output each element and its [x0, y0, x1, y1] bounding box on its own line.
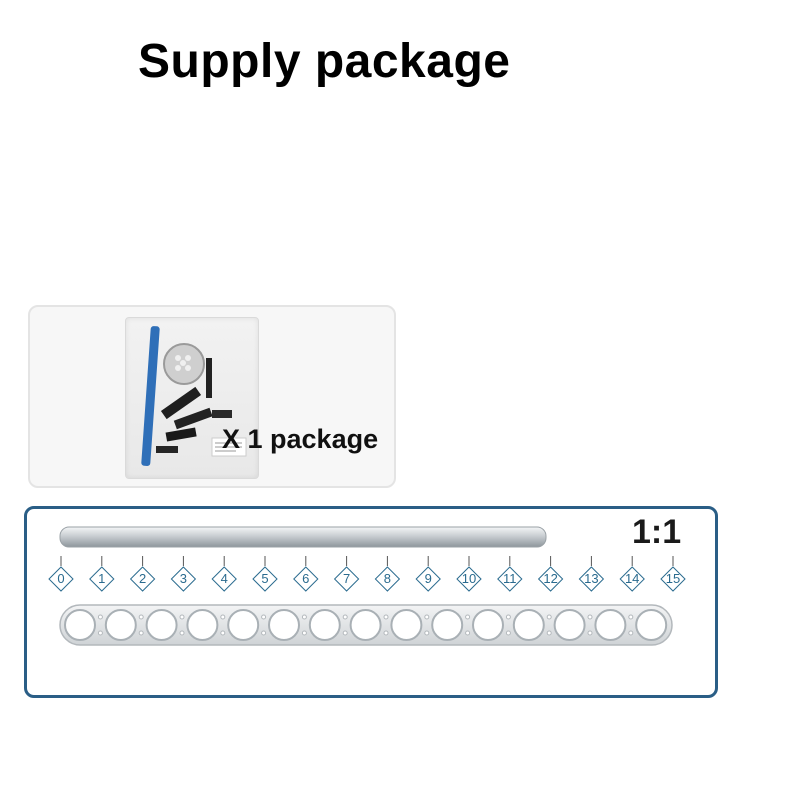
- ruler-tick-label: 1: [98, 571, 106, 586]
- ruler-tick-diamond: [48, 566, 74, 592]
- ruler-tick-label: 14: [624, 571, 640, 586]
- black-part-4: [156, 446, 178, 453]
- ruler-tick-label: 6: [302, 571, 310, 586]
- ruler-tick-diamond: [578, 566, 605, 592]
- black-part-1: [160, 386, 202, 420]
- ruler-tick-diamond: [619, 566, 645, 592]
- black-part-3: [165, 427, 197, 442]
- ruler-tick-label: 5: [261, 571, 269, 586]
- beam-hole: [472, 609, 504, 641]
- package-quantity: X 1 package: [222, 424, 379, 454]
- beam-pin-hole: [179, 630, 185, 636]
- ruler-tick-label: 7: [342, 571, 351, 586]
- ruler-tick-diamond: [333, 566, 360, 592]
- ruler-tick-label: 12: [543, 571, 558, 586]
- beam-pin-hole: [220, 614, 226, 620]
- ruler-tick-diamond: [497, 566, 523, 592]
- beam-hole: [145, 609, 178, 641]
- beam-pin-hole: [546, 630, 552, 636]
- ruler-tick-diamond: [89, 566, 115, 592]
- beam-pin-hole: [546, 614, 552, 620]
- beam-pin-hole: [301, 630, 307, 636]
- beam-pin-hole: [179, 614, 185, 620]
- ruler-tick-label: 11: [503, 571, 517, 586]
- ruler-tick-label: 4: [220, 571, 228, 586]
- scale-label: 1:1: [632, 513, 682, 551]
- ruler-tick-diamond: [293, 566, 319, 592]
- black-axle-part: [206, 358, 212, 398]
- ruler-tick-diamond: [537, 566, 564, 592]
- beam-hole: [64, 609, 96, 641]
- beam-pin-hole: [261, 630, 267, 636]
- ruler-tick-diamond: [660, 566, 686, 592]
- ruler-tick-label: 3: [179, 571, 187, 586]
- parts-bag-image: [125, 317, 259, 479]
- beam-pin-hole: [505, 614, 511, 620]
- ruler-tick-diamond: [415, 566, 441, 592]
- page-title: Supply package: [138, 35, 511, 88]
- beam-pin-hole: [465, 630, 471, 636]
- beam-pin-hole: [138, 614, 144, 620]
- ruler-tick-label: 10: [461, 571, 477, 586]
- beam-pin-hole: [465, 614, 471, 620]
- blue-beam-part: [141, 326, 160, 466]
- parts-bag-contents: [141, 326, 247, 466]
- beam-pin-hole: [424, 614, 430, 620]
- beam-pin-hole: [220, 630, 226, 636]
- ruler-tick-diamond: [374, 566, 401, 592]
- ruler-tick-diamond: [170, 566, 197, 592]
- ruler-tick-label: 15: [665, 571, 681, 586]
- ruler-tick-label: 8: [383, 571, 391, 586]
- ruler-tick-diamond: [252, 566, 278, 592]
- ruler-tick-diamond: [456, 566, 482, 592]
- beam-hole: [186, 609, 219, 641]
- beam-pin-hole: [342, 614, 348, 620]
- black-part-5: [212, 410, 232, 418]
- ruler-tick-label: 9: [424, 571, 432, 586]
- beam-hole: [431, 609, 464, 641]
- beam-pin-hole: [587, 630, 593, 636]
- beam-hole: [104, 609, 137, 641]
- black-part-2: [173, 407, 213, 430]
- beam-hole: [594, 609, 627, 641]
- beam-pin-hole: [628, 614, 634, 620]
- beam-pin-hole: [628, 630, 634, 636]
- ruler-tick-diamond: [211, 566, 237, 592]
- ruler-tick-diamond: [129, 566, 156, 592]
- ruler-tick-label: 13: [584, 571, 599, 586]
- beam-pin-hole: [383, 630, 389, 636]
- beam-pin-hole: [383, 614, 389, 620]
- beam-hole: [268, 609, 300, 641]
- ruler-tick-label: 2: [138, 571, 147, 586]
- beam-hole: [349, 609, 382, 641]
- beam-hole: [553, 609, 586, 641]
- beam-pin-hole: [342, 630, 348, 636]
- beam-hole: [390, 609, 423, 641]
- beam-pin-hole: [261, 614, 267, 620]
- ruler-tick-label: 0: [57, 571, 65, 586]
- beam-pin-hole: [505, 630, 511, 636]
- beam-pin-hole: [138, 630, 144, 636]
- beam-hole: [635, 609, 668, 641]
- beam-pin-hole: [301, 614, 307, 620]
- package-card: [28, 305, 396, 488]
- beam-pin-hole: [587, 614, 593, 620]
- beam-hole: [308, 609, 341, 641]
- beam-pin-hole: [424, 630, 430, 636]
- beam-pin-hole: [97, 630, 103, 636]
- beam-hole: [512, 609, 545, 641]
- grey-axle: [59, 526, 547, 548]
- beam-hole: [227, 609, 260, 641]
- beam-pin-hole: [97, 614, 103, 620]
